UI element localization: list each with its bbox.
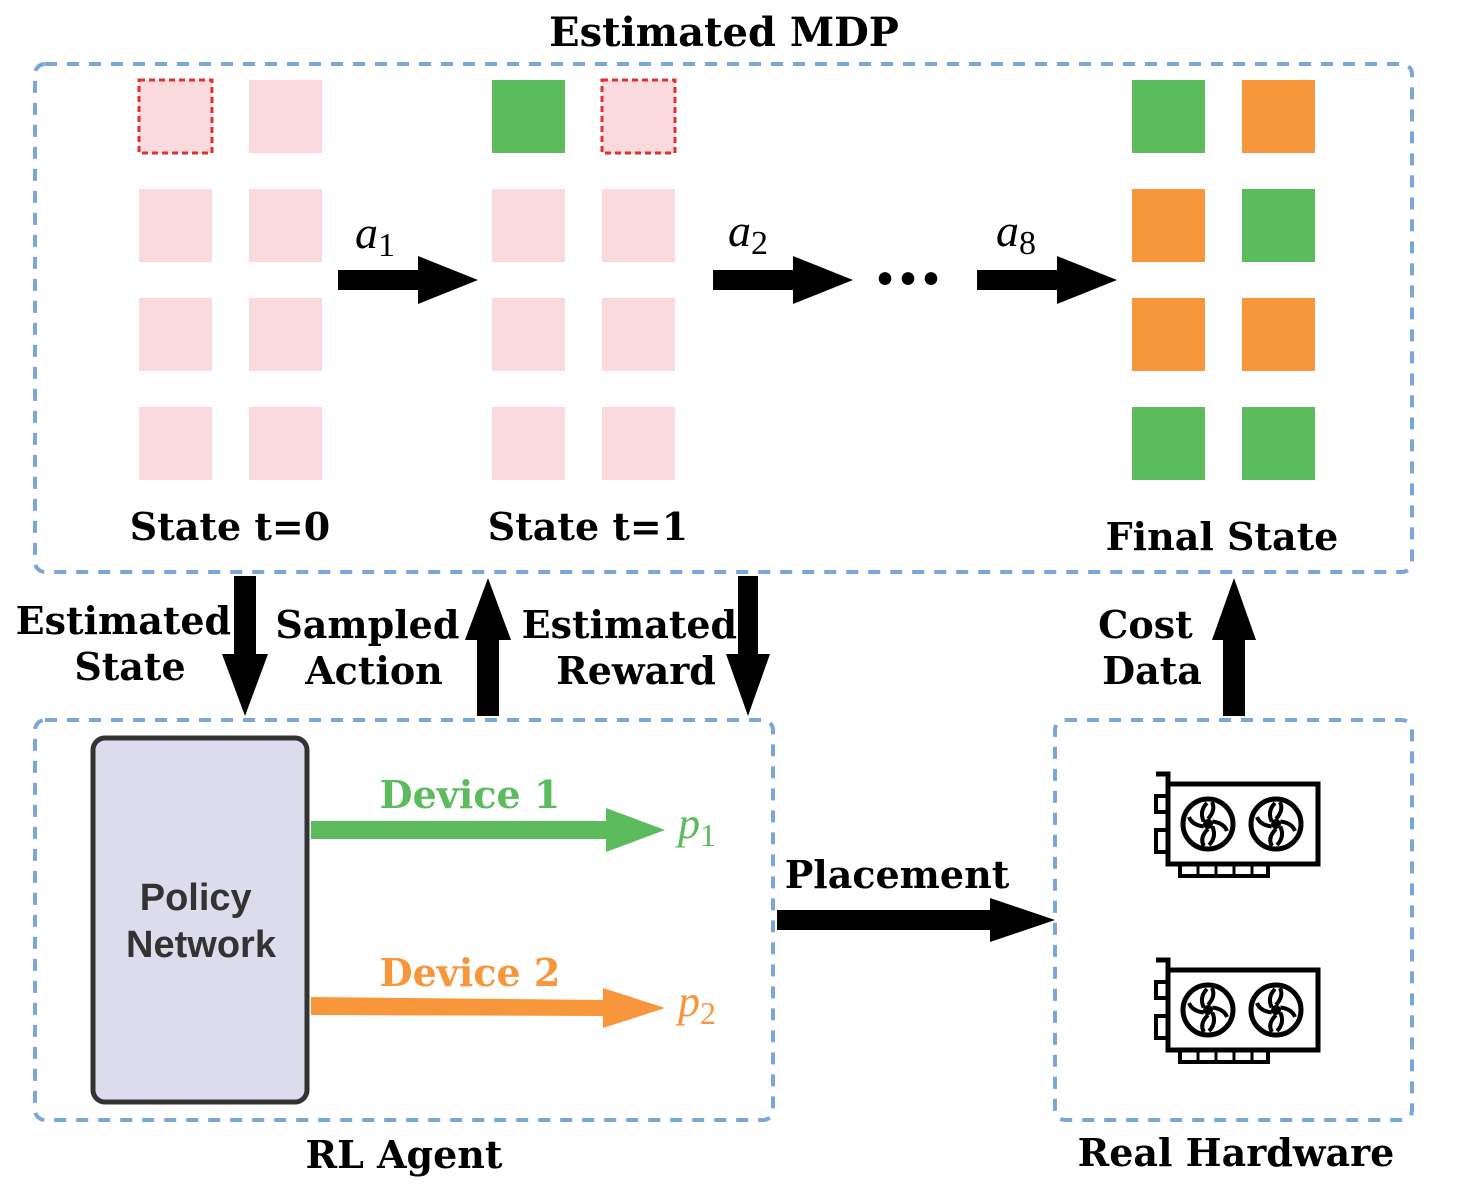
state0-label: State t=0 xyxy=(130,504,330,549)
estimated-state-arrow xyxy=(222,576,268,716)
estimated-state-label: Estimated State xyxy=(16,598,245,689)
grid-cell-empty xyxy=(249,298,322,371)
state1-label: State t=1 xyxy=(488,504,688,549)
gpu-card-icon xyxy=(1156,960,1318,1062)
grid-cell-device1 xyxy=(1132,407,1205,480)
action-a2-arrow xyxy=(713,256,853,304)
grid-cell-device2 xyxy=(1242,298,1315,371)
estimated-reward-arrow xyxy=(726,576,770,716)
device1-arrow xyxy=(311,808,665,852)
device2-arrow xyxy=(311,988,665,1028)
final-state-label: Final State xyxy=(1106,514,1339,559)
state1-grid xyxy=(492,78,677,480)
grid-cell-device2 xyxy=(1242,80,1315,153)
grid-cell-empty xyxy=(602,407,675,480)
action-a8-arrow xyxy=(977,256,1117,304)
estimated-mdp-frame xyxy=(33,62,1414,574)
grid-cell-empty xyxy=(602,298,675,371)
mdp-title: Estimated MDP xyxy=(549,9,899,56)
final-state-grid xyxy=(1132,80,1315,480)
grid-cell-device2 xyxy=(1132,189,1205,262)
rl-agent-frame xyxy=(33,718,775,1122)
grid-cell-device1 xyxy=(1242,189,1315,262)
grid-cell-empty xyxy=(602,189,675,262)
grid-cell-empty xyxy=(492,407,565,480)
action-a2-label: a2 xyxy=(728,205,768,262)
rl-agent-label: RL Agent xyxy=(306,1132,503,1177)
p1-label: p1 xyxy=(675,799,716,853)
p2-label: p2 xyxy=(675,977,716,1031)
sampled-action-arrow xyxy=(465,578,511,716)
grid-cell-empty xyxy=(139,189,212,262)
device1-label: Device 1 xyxy=(380,772,561,817)
ellipsis: ••• xyxy=(873,259,942,301)
placement-arrow xyxy=(777,898,1055,942)
grid-cell-device1 xyxy=(492,80,565,153)
placement-label: Placement xyxy=(785,852,1010,897)
grid-cell-empty xyxy=(492,298,565,371)
policy-network-label: Policy Network xyxy=(126,877,277,966)
grid-cell-pending xyxy=(137,78,214,155)
device2-label: Device 2 xyxy=(380,950,561,995)
action-a1-arrow xyxy=(338,256,478,304)
policy-network-box xyxy=(90,735,310,1105)
grid-cell-empty xyxy=(249,407,322,480)
state0-grid xyxy=(137,78,322,480)
estimated-reward-label: Estimated Reward xyxy=(522,602,751,693)
grid-cell-empty xyxy=(249,189,322,262)
sampled-action-label: Sampled Action xyxy=(275,602,472,693)
cost-data-label: Cost Data xyxy=(1098,602,1206,693)
grid-cell-empty xyxy=(139,298,212,371)
grid-cell-empty xyxy=(139,407,212,480)
real-hardware-label: Real Hardware xyxy=(1078,1130,1395,1175)
grid-cell-empty xyxy=(249,80,322,153)
grid-cell-device1 xyxy=(1242,407,1315,480)
grid-cell-device2 xyxy=(1132,298,1205,371)
action-a1-label: a1 xyxy=(355,207,395,264)
gpu-card-icon xyxy=(1156,774,1318,876)
action-a8-label: a8 xyxy=(996,205,1036,262)
grid-cell-device1 xyxy=(1132,80,1205,153)
cost-data-arrow xyxy=(1212,578,1256,716)
grid-cell-empty xyxy=(492,189,565,262)
grid-cell-pending xyxy=(600,78,677,155)
